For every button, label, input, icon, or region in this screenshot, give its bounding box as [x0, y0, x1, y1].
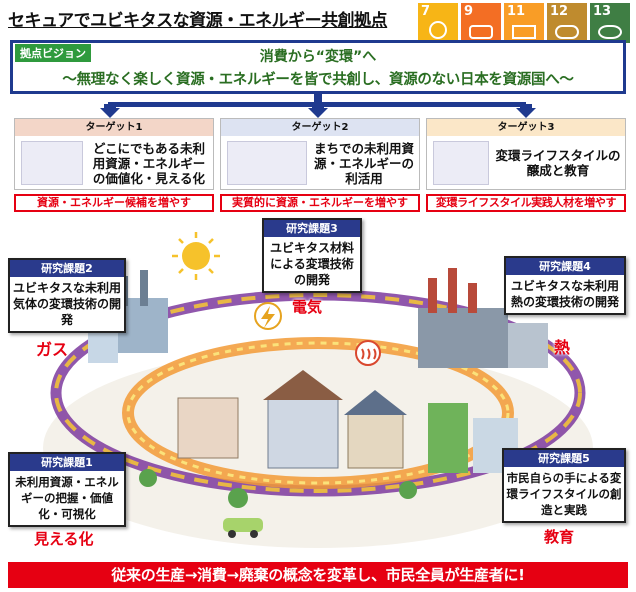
target-1-goal: 資源・エネルギー候補を増やす [14, 194, 214, 212]
sdg-13-eye-icon: 13 [590, 3, 630, 43]
target-2-box: ターゲット2 まちでの未利用資源・エネルギーの利活用 [220, 118, 420, 190]
family-illustration-icon [433, 141, 489, 185]
target-description: どこにでもある未利用資源・エネルギーの価値化・見える化 [92, 140, 206, 186]
bottom-banner: 従来の生産→消費→廃棄の概念を変革し、市民全員が生産者に! [8, 562, 628, 588]
target-header: ターゲット3 [427, 119, 625, 136]
energy-label-heat: 熱 [554, 338, 571, 357]
research-topic-4: 研究課題4 ユビキタスな未利用熱の変環技術の開発 [504, 256, 626, 315]
target-3-box: ターゲット3 変環ライフスタイルの醸成と教育 [426, 118, 626, 190]
research-header: 研究課題5 [504, 450, 624, 467]
factory-icon [418, 268, 548, 368]
sdg-12-infinity-icon: 12 [547, 3, 587, 43]
house-illustration-icon [227, 141, 307, 185]
vision-tag: 拠点ビジョン [15, 44, 91, 62]
target-header: ターゲット2 [221, 119, 419, 136]
page-title: セキュアでユビキタスな資源・エネルギー共創拠点 [8, 11, 388, 31]
research-description: 市民自らの手による変環ライフスタイルの創造と実践 [506, 471, 622, 517]
research-description: ユビキタスな未利用気体の変環技術の開発 [12, 281, 121, 327]
sdg-number: 9 [464, 4, 474, 19]
sdg-icon-row: 7 9 11 12 13 [418, 3, 630, 43]
vision-connector-stem [314, 94, 322, 104]
research-header: 研究課題2 [10, 260, 124, 277]
target-header: ターゲット1 [15, 119, 213, 136]
target-description: 変環ライフスタイルの醸成と教育 [495, 148, 621, 178]
arrow-down-icon [516, 104, 536, 118]
vision-box: 拠点ビジョン 消費から“変環”へ ～無理なく楽しく資源・エネルギーを皆で共創し、… [10, 40, 626, 94]
sdg-number: 13 [593, 4, 612, 19]
target-2-goal: 実質的に資源・エネルギーを増やす [220, 194, 420, 212]
energy-label-education: 教育 [544, 528, 575, 546]
heat-icon [355, 340, 381, 366]
sun-icon [172, 232, 220, 280]
sdg-number: 12 [550, 4, 569, 19]
arrow-down-icon [100, 104, 120, 118]
research-header: 研究課題3 [264, 220, 360, 237]
research-topic-2: 研究課題2 ユビキタスな未利用気体の変環技術の開発 [8, 258, 126, 333]
target-3-goal: 変環ライフスタイル実践人材を増やす [426, 194, 626, 212]
car-icon [223, 518, 263, 538]
research-header: 研究課題4 [506, 258, 624, 275]
sdg-9-industry-icon: 9 [461, 3, 501, 43]
vision-statement: ～無理なく楽しく資源・エネルギーを皆で共創し、資源のない日本を資源国へ～ [62, 72, 574, 88]
house-icon [177, 370, 407, 469]
lightning-icon [254, 302, 282, 330]
city-illustration [43, 232, 593, 548]
research-description: ユビキタス材料による変環技術の開発 [269, 241, 354, 287]
sdg-number: 7 [421, 4, 431, 19]
target-1-box: ターゲット1 どこにでもある未利用資源・エネルギーの価値化・見える化 [14, 118, 214, 190]
research-description: 未利用資源・エネルギーの把握・価値化・可視化 [15, 475, 119, 521]
sdg-11-city-icon: 11 [504, 3, 544, 43]
energy-label-electricity: 電気 [292, 298, 323, 316]
energy-label-visualization: 見える化 [34, 530, 94, 548]
arrow-down-icon [308, 104, 328, 118]
research-header: 研究課題1 [10, 454, 124, 471]
research-topic-3: 研究課題3 ユビキタス材料による変環技術の開発 [262, 218, 362, 293]
energy-label-gas: ガス [36, 340, 69, 359]
target-description: まちでの未利用資源・エネルギーの利活用 [313, 140, 414, 186]
sdg-number: 11 [507, 4, 526, 19]
research-description: ユビキタスな未利用熱の変環技術の開発 [510, 279, 619, 309]
tablet-illustration-icon [21, 141, 83, 185]
vision-headline: 消費から“変環”へ [259, 49, 377, 65]
research-topic-1: 研究課題1 未利用資源・エネルギーの把握・価値化・可視化 [8, 452, 126, 527]
research-topic-5: 研究課題5 市民自らの手による変環ライフスタイルの創造と実践 [502, 448, 626, 523]
sdg-7-sun-icon: 7 [418, 3, 458, 43]
